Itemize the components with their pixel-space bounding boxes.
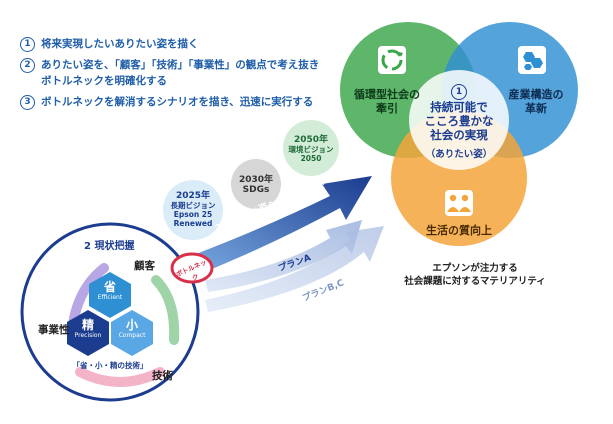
- milestone-label: SDGs: [242, 185, 270, 195]
- customer-label: 顧客: [134, 260, 155, 272]
- business-label: 事業性: [38, 324, 70, 336]
- step-text: ボトルネックを解消するシナリオを描き、迅速に実行する: [41, 96, 314, 108]
- venn-label-top-right: 産業構造の 革新: [508, 88, 564, 115]
- hex-char: 省: [103, 280, 116, 294]
- milestone-label: 長期ビジョン Epson 25 Renewed: [170, 201, 216, 228]
- hex-char: 精: [81, 318, 94, 332]
- hex-compact-text: 小 Compact: [112, 319, 152, 340]
- venn-center-subtitle: （ありたい姿）: [425, 149, 493, 160]
- venn-label-bottom: 生活の質向上: [426, 224, 492, 237]
- hex-english: Compact: [118, 332, 146, 339]
- step-number: 3: [20, 95, 35, 110]
- steps-list: 1 将来実現したいありたい姿を描く 2 ありたい姿を、「顧客」「技術」「事業性」…: [20, 36, 360, 115]
- venn-label-top-left: 循環型社会の 牽引: [354, 88, 420, 115]
- venn-center-number: 1: [451, 84, 467, 100]
- hex-precision-text: 精 Precision: [68, 319, 108, 340]
- venn-center-title: 持続可能で こころ豊かな 社会の実現: [424, 100, 494, 142]
- hexagon-structure-icon: [518, 46, 546, 74]
- milestone-year: 2025年: [175, 191, 211, 201]
- hex-english: Precision: [74, 332, 102, 339]
- hex-english: Efficient: [97, 294, 123, 301]
- milestone-2050: 2050年 環境ビジョン 2050: [283, 132, 339, 163]
- milestone-year: 2050年: [293, 135, 329, 145]
- step-number: 2: [20, 58, 35, 73]
- hex-char: 小: [125, 318, 138, 332]
- venn-center-disc: [409, 70, 509, 170]
- recycle-icon: [378, 46, 406, 74]
- milestone-2030: 2030年 SDGs: [231, 172, 281, 195]
- materiality-caption: エプソンが注力する 社会課題に対するマテリアリティ: [404, 263, 546, 287]
- current-state-header: 2 現状把握: [84, 241, 135, 252]
- milestone-year: 2030年: [238, 175, 274, 185]
- step-3: 3 ボトルネックを解消するシナリオを描き、迅速に実行する: [20, 94, 360, 110]
- milestone-label: 環境ビジョン 2050: [288, 145, 334, 163]
- people-icon: [445, 190, 473, 216]
- tech-label: 技術: [152, 370, 173, 382]
- milestone-2025: 2025年 長期ビジョン Epson 25 Renewed: [163, 188, 223, 228]
- step-number: 1: [20, 37, 35, 52]
- technology-tagline: 「省・小・精の技術」: [72, 361, 148, 370]
- step-2: 2 ありたい姿を、「顧客」「技術」「事業性」の観点で考え抜き ボトルネックを明確…: [20, 57, 360, 89]
- venn-diagram: [340, 22, 578, 246]
- step-text: ありたい姿を、「顧客」「技術」「事業性」の観点で考え抜き ボトルネックを明確化す…: [41, 59, 320, 87]
- step-1: 1 将来実現したいありたい姿を描く: [20, 36, 360, 52]
- step-text: 将来実現したいありたい姿を描く: [41, 38, 199, 50]
- hex-efficient-text: 省 Efficient: [90, 281, 130, 302]
